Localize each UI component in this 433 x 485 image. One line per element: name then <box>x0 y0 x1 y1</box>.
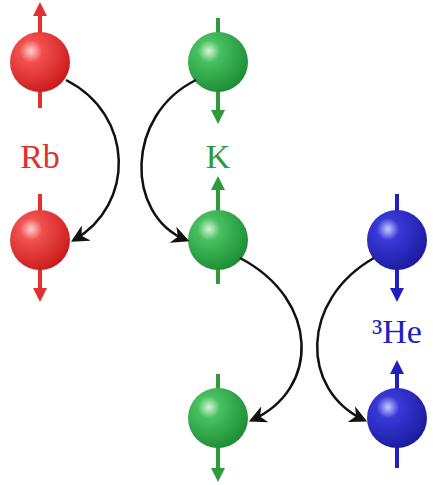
element-label: Rb <box>20 140 60 174</box>
element-label: K <box>206 140 231 174</box>
element-label: ³He <box>372 315 422 349</box>
